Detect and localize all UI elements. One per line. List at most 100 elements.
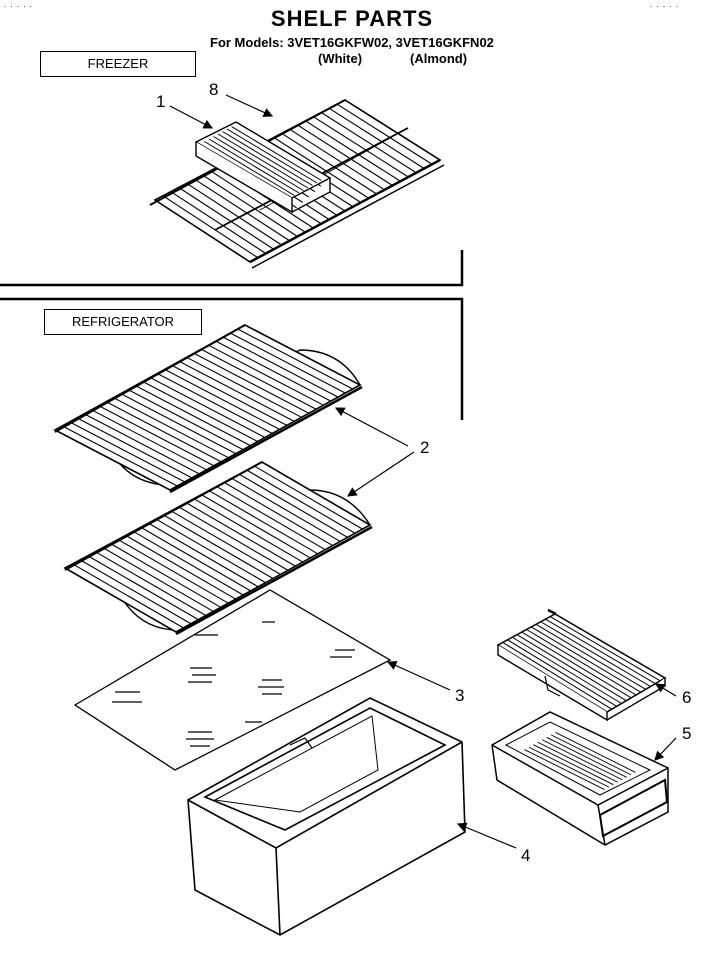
lower-shelf-rod [148,522,259,588]
upper-shelf-rod [83,413,200,475]
drawer-cover-rod [545,618,656,685]
upper-shelf-rod [142,381,258,443]
lower-shelf-rod [102,547,214,612]
upper-shelf-rod [186,356,302,418]
upper-shelf-rod [193,352,310,414]
upper-shelf-rod [62,425,178,487]
drawer-cover-rod [521,631,632,699]
callout-6: 6 [682,688,692,707]
corner-marks-right: . . . . . [650,0,680,9]
lower-shelf-rod [87,555,199,621]
callout-2: 2 [420,438,430,457]
refrigerator-section-label: REFRIGERATOR [44,309,202,335]
lower-shelf-rod [79,559,192,625]
lower-shelf-rod [201,494,311,559]
callout-3: 3 [455,686,465,705]
upper-shelf-rod [69,421,185,483]
upper-shelf-rod [171,364,288,426]
ice-tray-divider [213,136,304,191]
refrigerator-shelf-upper [53,324,363,494]
lower-shelf-rod [231,477,341,542]
lower-shelf-rod [163,514,274,579]
page-title: SHELF PARTS [270,6,434,31]
upper-shelf-rod [113,397,229,459]
freezer-shelf-rod [305,120,401,182]
freezer-shelf-rod [170,191,267,254]
lower-shelf-rod [246,469,356,534]
lower-shelf-rod [254,465,363,530]
crisper-drawer [187,697,466,936]
lower-shelf-rod [216,485,326,551]
callout-5: 5 [682,724,692,743]
lower-shelf-rod [125,534,236,600]
freezer-shelf-rod [297,124,393,186]
upper-shelf-rod [157,372,273,434]
upper-shelf-rod [164,368,280,430]
upper-shelf-rod [222,336,339,398]
callout-4: 4 [521,846,531,865]
drawer-rib [550,734,632,776]
freezer-shelf-rod [328,107,425,169]
drawer-cover-rod [549,616,661,682]
upper-shelf-rod [76,417,193,479]
freezer-shelf-rod [336,103,433,165]
upper-shelf-rod [178,360,295,422]
upper-shelf-rod [215,340,332,402]
upper-shelf-rod [149,377,266,438]
drawer-rib [528,746,610,788]
lower-shelf-rod [170,510,281,575]
drawer-cover-rod [530,626,642,693]
freezer-shelf-rod [320,112,417,174]
upper-shelf-rod [98,405,215,467]
variant-almond: (Almond) [410,51,468,66]
callout-1: 1 [156,92,166,111]
ice-tray-divider [208,138,300,194]
lower-shelf-rod [117,538,229,604]
drawer-cover-rod [507,639,617,707]
meat-keeper-drawer [491,711,669,846]
drawer-rib [546,736,627,778]
ice-tray-divider [226,128,318,184]
drawer-cover-rod [516,634,627,702]
upper-shelf-rod [200,348,317,410]
lower-shelf-rod [238,473,348,538]
upper-shelf-rod [120,393,237,455]
ice-tray-divider [222,131,313,186]
lower-shelf-rod [72,563,184,629]
freezer-shelf-rod [178,187,275,250]
freezer-section-border [0,250,464,287]
corner-marks-left: . . . . . [4,0,34,9]
lower-shelf-rod [185,502,296,567]
upper-shelf-rod [230,332,346,394]
freezer-shelf-rod [281,132,377,195]
refrigerator-shelf-lower [63,461,373,636]
callout-8: 8 [209,80,219,99]
freezer-shelf-rod [313,116,409,178]
ice-cube-tray [194,121,332,214]
glass-crisper-cover [73,589,392,771]
drawer-cover-rod [526,629,637,696]
refrigerator-section-border [0,297,464,420]
freezer-shelf-rod [162,195,259,259]
upper-shelf-rod [105,401,222,463]
lower-shelf-rod [208,490,319,555]
ice-tray-divider [204,141,295,196]
meat-drawer-cover-shelf [496,608,667,722]
freezer-shelf-rod [210,170,306,233]
freezer-section-label: FREEZER [40,51,196,77]
upper-shelf-rod [91,409,207,471]
drawer-cover-rod [511,636,622,704]
upper-shelf-rod [237,328,353,390]
lower-shelf-rod [132,530,244,596]
freezer-shelf-rod [194,178,290,242]
freezer-shelf-rod [273,137,370,199]
models-line: For Models: 3VET16GKFW02, 3VET16GKFN02 [210,35,494,50]
lower-shelf-rod [110,543,222,608]
drawer-rib [542,739,623,781]
drawer-cover-rod [540,621,651,687]
drawer-cover-rod [502,641,613,710]
drawer-rib [537,741,618,783]
drawer-rib [555,732,636,773]
drawer-rib [524,749,605,790]
